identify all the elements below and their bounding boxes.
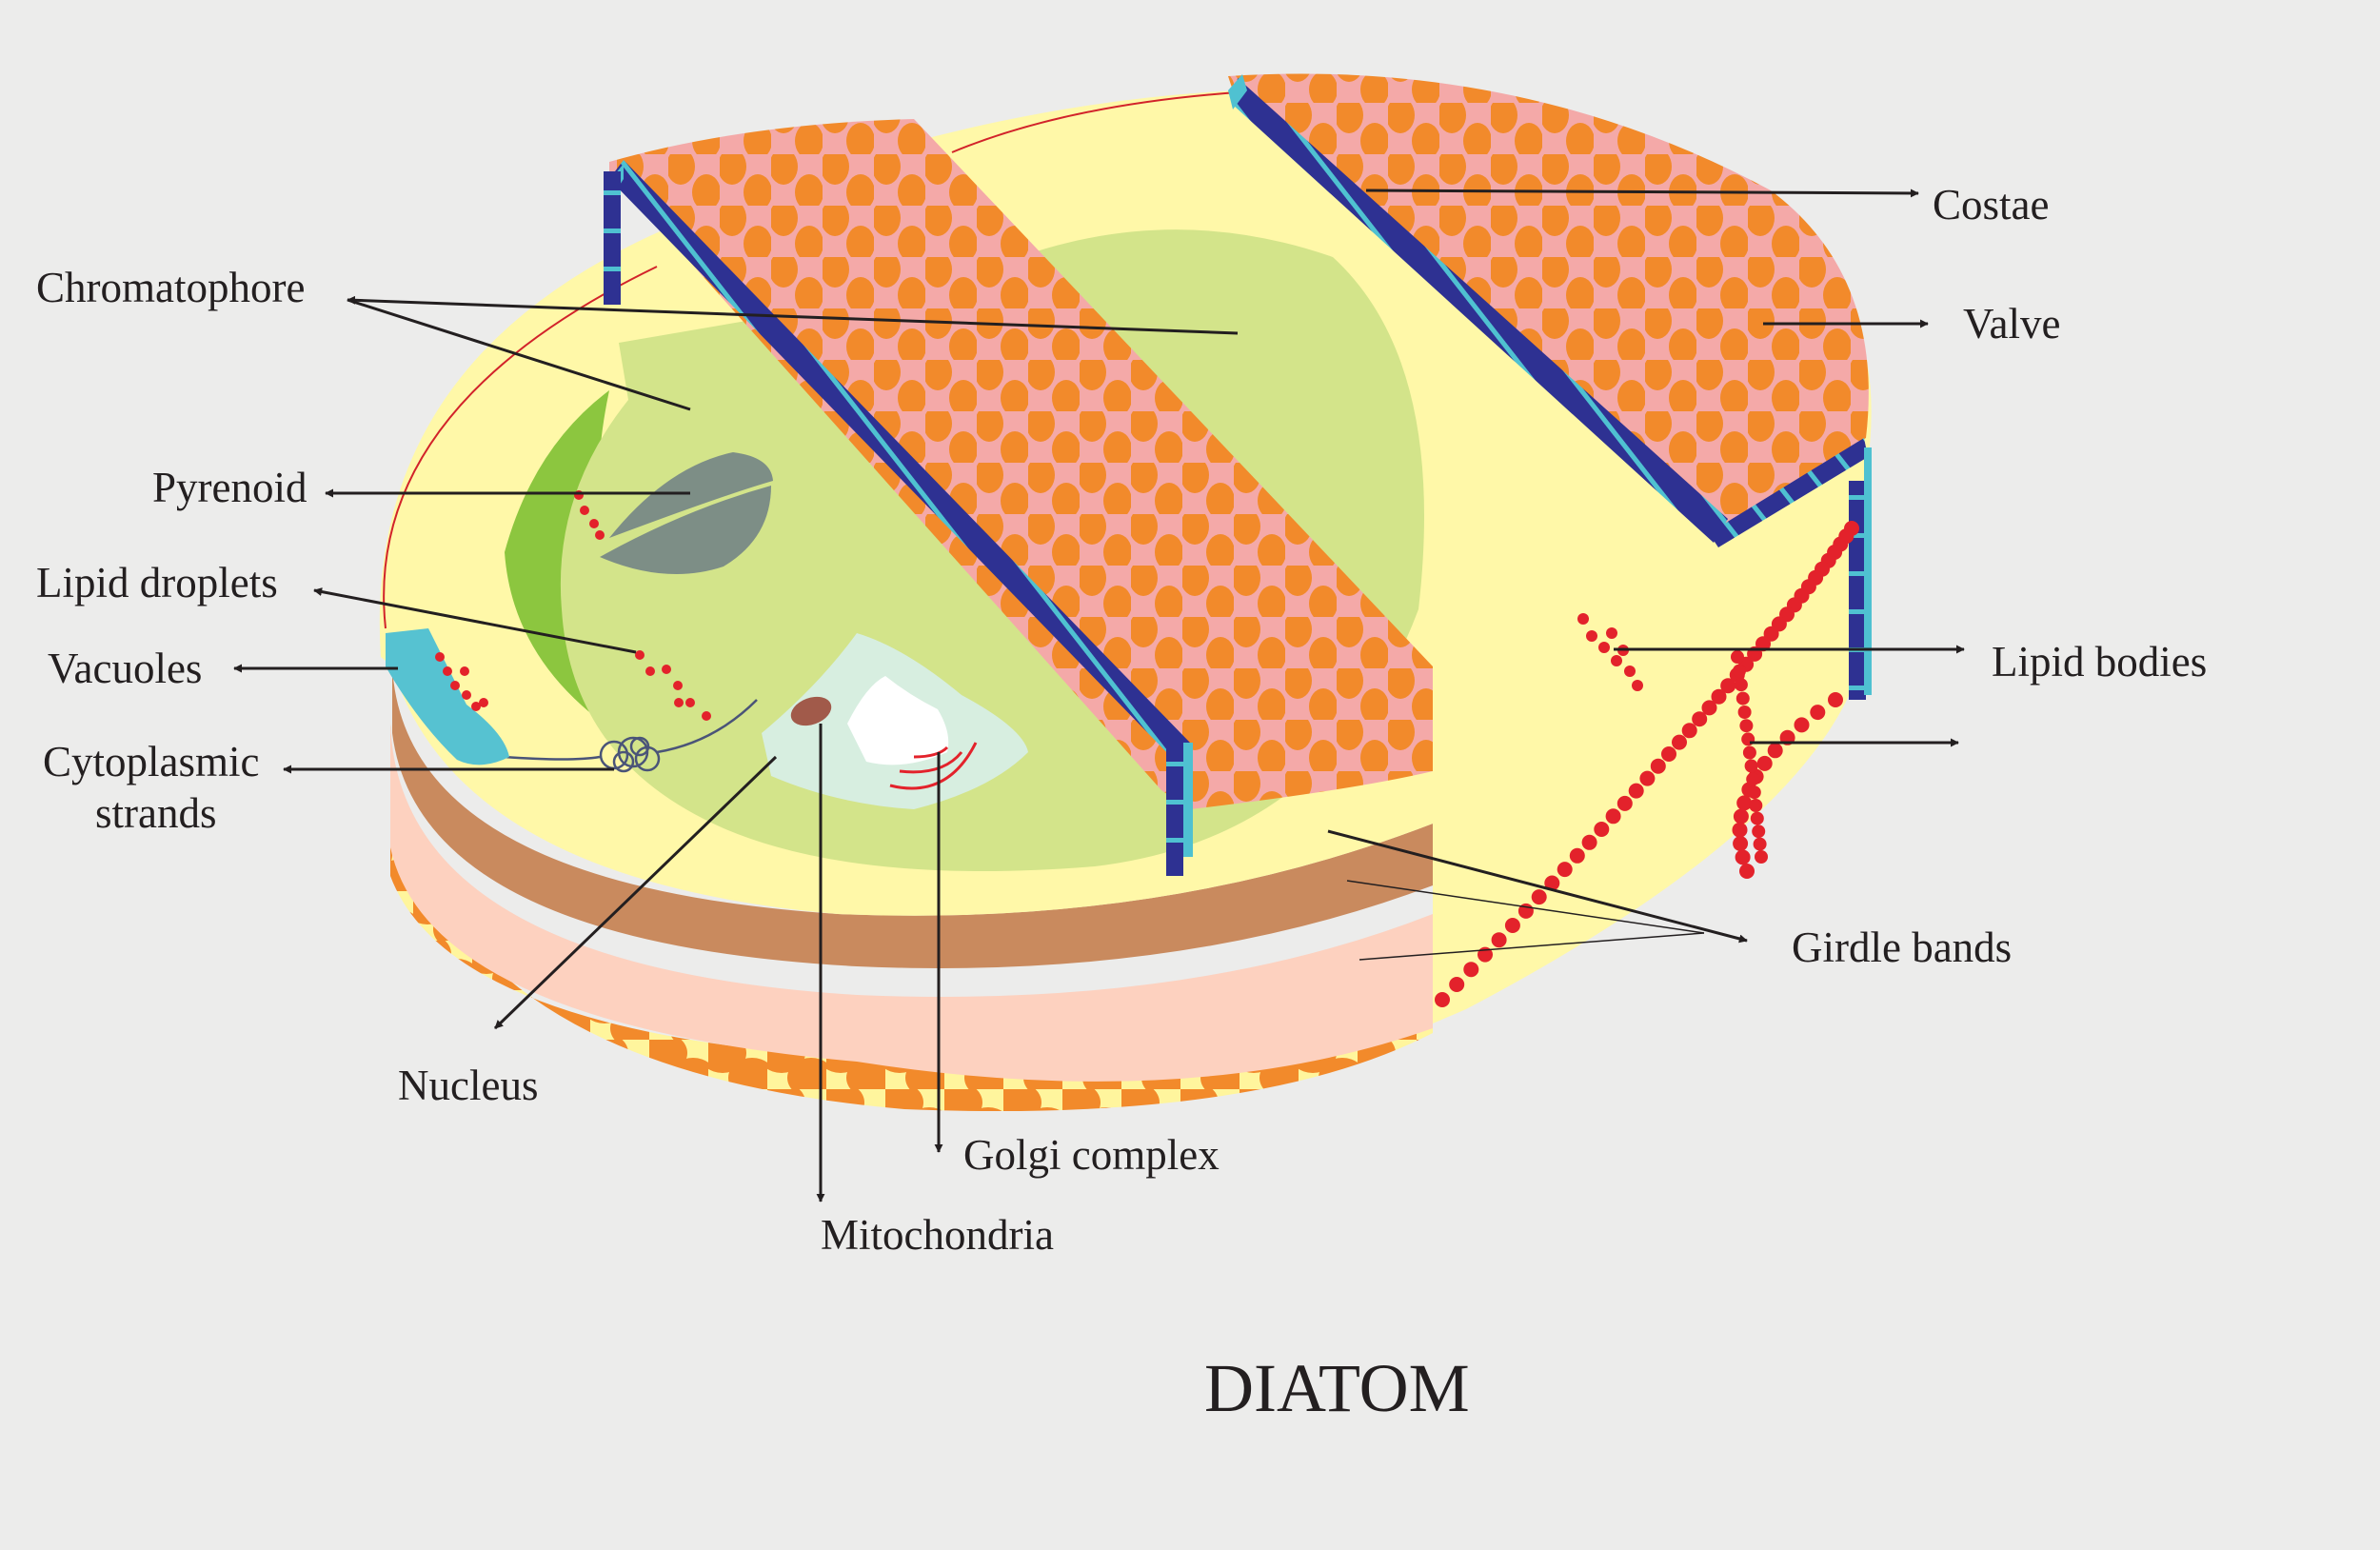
lipid-chain-bead (1672, 734, 1687, 750)
lipid-chain-bead (1756, 755, 1773, 771)
lipid-chain-bead (1794, 717, 1810, 733)
lipid-droplets-vacuole (435, 652, 488, 711)
lower-valve-rim (390, 724, 1433, 1112)
lipid-chain-bead (1750, 811, 1764, 825)
lipid-chain-bead (1449, 977, 1465, 992)
lipid-chain-bead (1747, 785, 1761, 800)
leader-nucleus (493, 755, 778, 1030)
nucleus (762, 633, 1028, 809)
lipid-chain-bead (1735, 849, 1751, 865)
cytoplasmic-strands (504, 699, 758, 773)
lipid-chain-bead (1628, 783, 1644, 799)
lipid-chain-bead (1733, 664, 1746, 678)
lipid-chain-bead (1605, 808, 1621, 825)
label-vacuoles: Vacuoles (48, 645, 202, 692)
cell-membrane-top (951, 91, 1239, 153)
label-nucleus: Nucleus (398, 1062, 538, 1109)
leader-chromatophore-b (347, 298, 691, 411)
lipid-chain-bead (1544, 875, 1560, 891)
lipid-chain-bead (1531, 889, 1547, 905)
labels: Chromatophore Pyrenoid Lipid droplets Va… (36, 181, 2207, 1426)
lipid-chain-bead (1733, 808, 1749, 825)
label-lipid-droplets: Lipid droplets (36, 559, 278, 606)
leader-lines (233, 189, 1965, 1202)
lipid-chain-bead (1828, 692, 1843, 707)
mitochondrion (790, 696, 832, 726)
label-costae: Costae (1933, 181, 2049, 229)
lipid-chain-bead (1557, 862, 1573, 878)
lipid-chain-bead (1594, 822, 1610, 837)
lipid-chain-bead (1749, 799, 1763, 812)
label-pyrenoid: Pyrenoid (152, 464, 307, 511)
label-chromatophore: Chromatophore (36, 264, 305, 311)
label-golgi-complex: Golgi complex (963, 1131, 1220, 1179)
lipid-chain-bead (1810, 705, 1826, 721)
lipid-chain-bead (1755, 636, 1771, 652)
lipid-chain-bead (1731, 650, 1744, 664)
lipid-chain-bead (1692, 711, 1708, 727)
lipid-chain-bead (1504, 918, 1520, 933)
lipid-chain-bead (1752, 825, 1766, 839)
label-valve: Valve (1963, 300, 2060, 348)
lipid-chain-bead (1711, 688, 1727, 705)
lipid-chain-bead (1491, 932, 1507, 948)
leader-girdle-bands-b (1346, 880, 1705, 934)
lipid-chain-bead (1569, 847, 1585, 864)
label-cytoplasmic-strands-1: Cytoplasmic (43, 738, 259, 785)
lipid-chain-bead (1616, 795, 1633, 811)
lipid-chain-bead (1742, 745, 1756, 760)
pyrenoid (600, 452, 773, 574)
lipid-chain-bead (1681, 723, 1697, 739)
girdle-band-brown (392, 666, 1433, 968)
label-cytoplasmic-strands-2: strands (95, 789, 217, 837)
leader-girdle-bands-a (1327, 829, 1748, 944)
lipid-chain-bead (1463, 962, 1479, 978)
label-lipid-bodies: Lipid bodies (1992, 638, 2207, 686)
lipid-chain-bead (1661, 746, 1676, 762)
lipid-droplets (635, 650, 711, 721)
lipid-chain-bead (1755, 850, 1768, 864)
label-girdle-bands: Girdle bands (1792, 924, 2012, 971)
lipid-bodies (1577, 613, 1643, 691)
girdle-band-peach (390, 724, 1433, 1082)
lipid-chain-bead (1746, 772, 1760, 786)
lipid-droplets-group (435, 490, 1859, 1007)
lipid-chain-bead (1739, 864, 1755, 879)
leader-costae (1365, 189, 1919, 198)
lipid-chain-bead (1736, 795, 1753, 811)
lipid-chain-bead (1767, 743, 1783, 759)
lipid-chain-bead (1739, 719, 1754, 733)
lipid-chain-bead (1733, 836, 1749, 851)
leader-lipid-droplets (313, 587, 637, 654)
lipid-chain-bead (1735, 691, 1750, 705)
lipid-chain-bead (1701, 700, 1717, 716)
lipid-chain-bead (1581, 834, 1597, 850)
lipid-chain-bead (1639, 770, 1656, 786)
lipid-chain-bead (1732, 822, 1748, 838)
leader-chromatophore-a (347, 295, 1239, 335)
lipid-chain-bead (1753, 837, 1767, 851)
lipid-chain-a (1435, 521, 1859, 1007)
valve-strip-right (1228, 73, 1872, 700)
valve-strip-left (604, 119, 1433, 876)
lipid-chain-bead (1650, 758, 1666, 774)
lipid-chain-b (1731, 650, 1843, 879)
diagram-title: DIATOM (1204, 1350, 1470, 1426)
lipid-chain-bead (1744, 759, 1758, 773)
lipid-chain-bead (1734, 678, 1748, 692)
leader-girdle-bands-c (1359, 932, 1705, 961)
label-mitochondria: Mitochondria (821, 1211, 1054, 1259)
lipid-chain-bead (1720, 678, 1736, 694)
lipid-chain-bead (1435, 992, 1450, 1007)
vacuole (386, 628, 509, 765)
lipid-chain-bead (1737, 705, 1752, 719)
